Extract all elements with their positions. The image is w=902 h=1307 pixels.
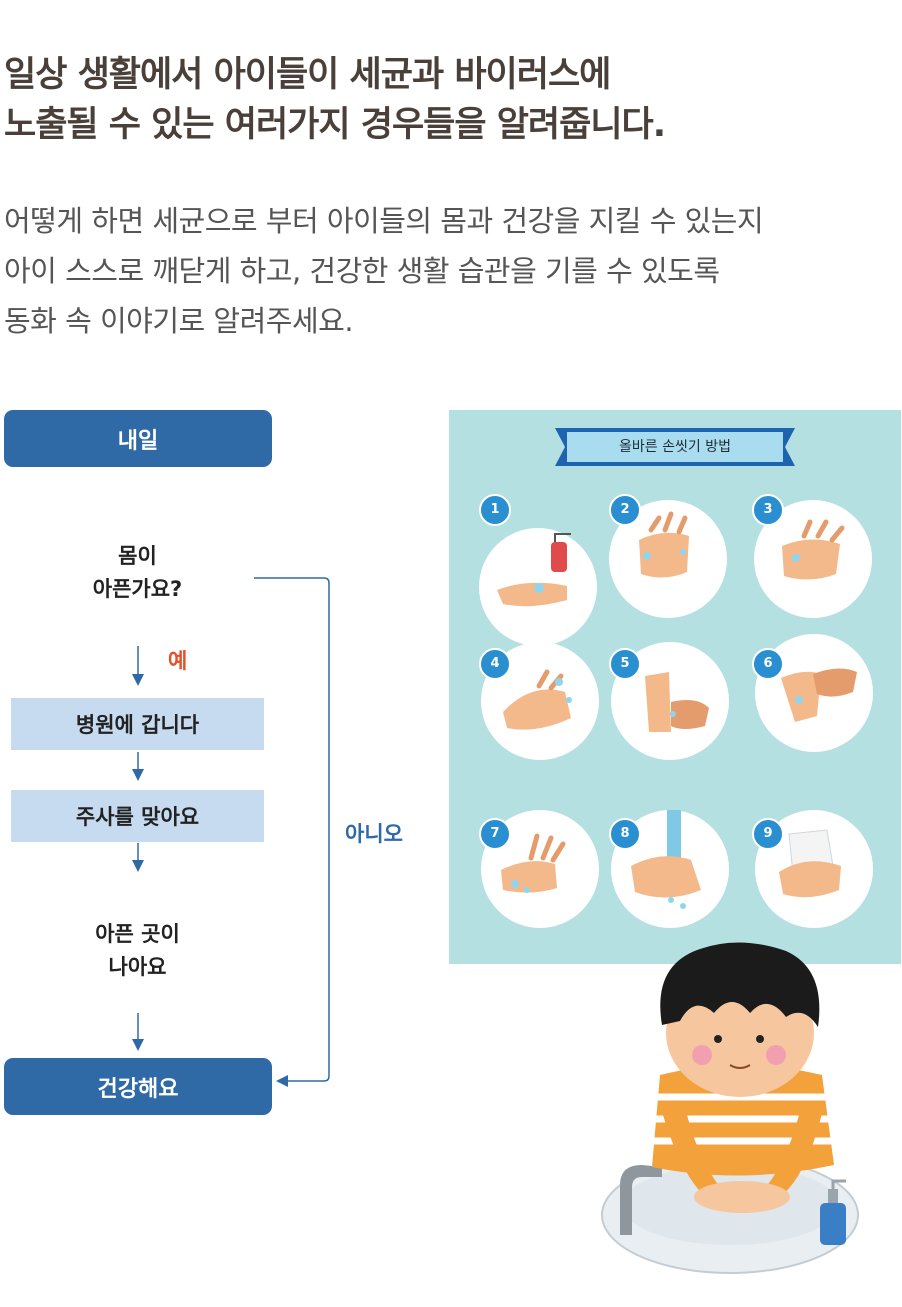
step-badge-7: 7 — [479, 818, 511, 850]
flow-result-line-2: 나아요 — [108, 955, 167, 979]
flow-result-line-1: 아픈 곳이 — [95, 922, 180, 946]
hands-interlock-icon — [503, 669, 572, 730]
step-badge-3: 3 — [752, 494, 784, 526]
boy-hair — [660, 942, 820, 1027]
poster-ribbon — [555, 428, 795, 466]
flow-start-pill: 내일 — [4, 410, 272, 467]
flow-question: 몸이 아픈가요? — [11, 540, 264, 606]
step-circle-1 — [479, 528, 597, 646]
headline: 일상 생활에서 아이들이 세균과 바이러스에 노출될 수 있는 여러가지 경우들… — [4, 50, 884, 150]
soap-bottle-icon — [820, 1179, 846, 1245]
flow-no-label: 아니오 — [345, 822, 403, 846]
flow-question-line-1: 몸이 — [118, 544, 157, 568]
step-badge-9: 9 — [752, 818, 784, 850]
step-circle-9 — [755, 810, 873, 928]
headline-line-1: 일상 생활에서 아이들이 세균과 바이러스에 — [4, 55, 611, 95]
faucet-icon — [620, 1165, 662, 1235]
description-line-2: 아이 스스로 깨닫게 하고, 건강한 생활 습관을 기를 수 있도록 — [4, 254, 720, 288]
flow-step-injection: 주사를 맞아요 — [11, 790, 264, 842]
flow-question-line-2: 아픈가요? — [92, 577, 183, 601]
handwashing-poster: 올바른 손씻기 방법 1 2 3 — [449, 410, 901, 964]
hands-rinse-icon — [631, 810, 701, 909]
boy-washing-hands-illustration — [601, 942, 859, 1274]
poster-title: 올바른 손씻기 방법 — [619, 439, 731, 455]
hand-soap-icon — [497, 533, 571, 607]
description: 어떻게 하면 세균으로 부터 아이들의 몸과 건강을 지킬 수 있는지 아이 스… — [4, 196, 894, 346]
flow-yes-label: 예 — [168, 649, 188, 673]
description-line-1: 어떻게 하면 세균으로 부터 아이들의 몸과 건강을 지킬 수 있는지 — [4, 204, 764, 238]
step-badge-4: 4 — [479, 648, 511, 680]
flow-end-pill: 건강해요 — [4, 1058, 272, 1115]
boy-hands — [694, 1181, 790, 1213]
step-badge-2: 2 — [609, 494, 641, 526]
step-badge-6: 6 — [752, 648, 784, 680]
hands-towel-icon — [779, 829, 841, 898]
step-badge-5: 5 — [609, 648, 641, 680]
arrow-no-branch — [254, 577, 330, 1087]
step-badge-8: 8 — [609, 818, 641, 850]
flow-step-hospital: 병원에 갑니다 — [11, 698, 264, 750]
flow-result: 아픈 곳이 나아요 — [11, 918, 264, 984]
hands-thumb-rub-icon — [501, 833, 566, 893]
step-circle-8 — [611, 810, 729, 928]
hands-back-icon — [782, 519, 845, 580]
hands-fingertips-icon — [781, 668, 857, 722]
step-badge-1: 1 — [479, 494, 511, 526]
hands-thumb-icon — [645, 672, 709, 732]
description-line-3: 동화 속 이야기로 알려주세요. — [4, 304, 354, 338]
hands-palms-icon — [639, 511, 689, 578]
headline-line-2: 노출될 수 있는 여러가지 경우들을 알려줍니다. — [4, 105, 666, 145]
